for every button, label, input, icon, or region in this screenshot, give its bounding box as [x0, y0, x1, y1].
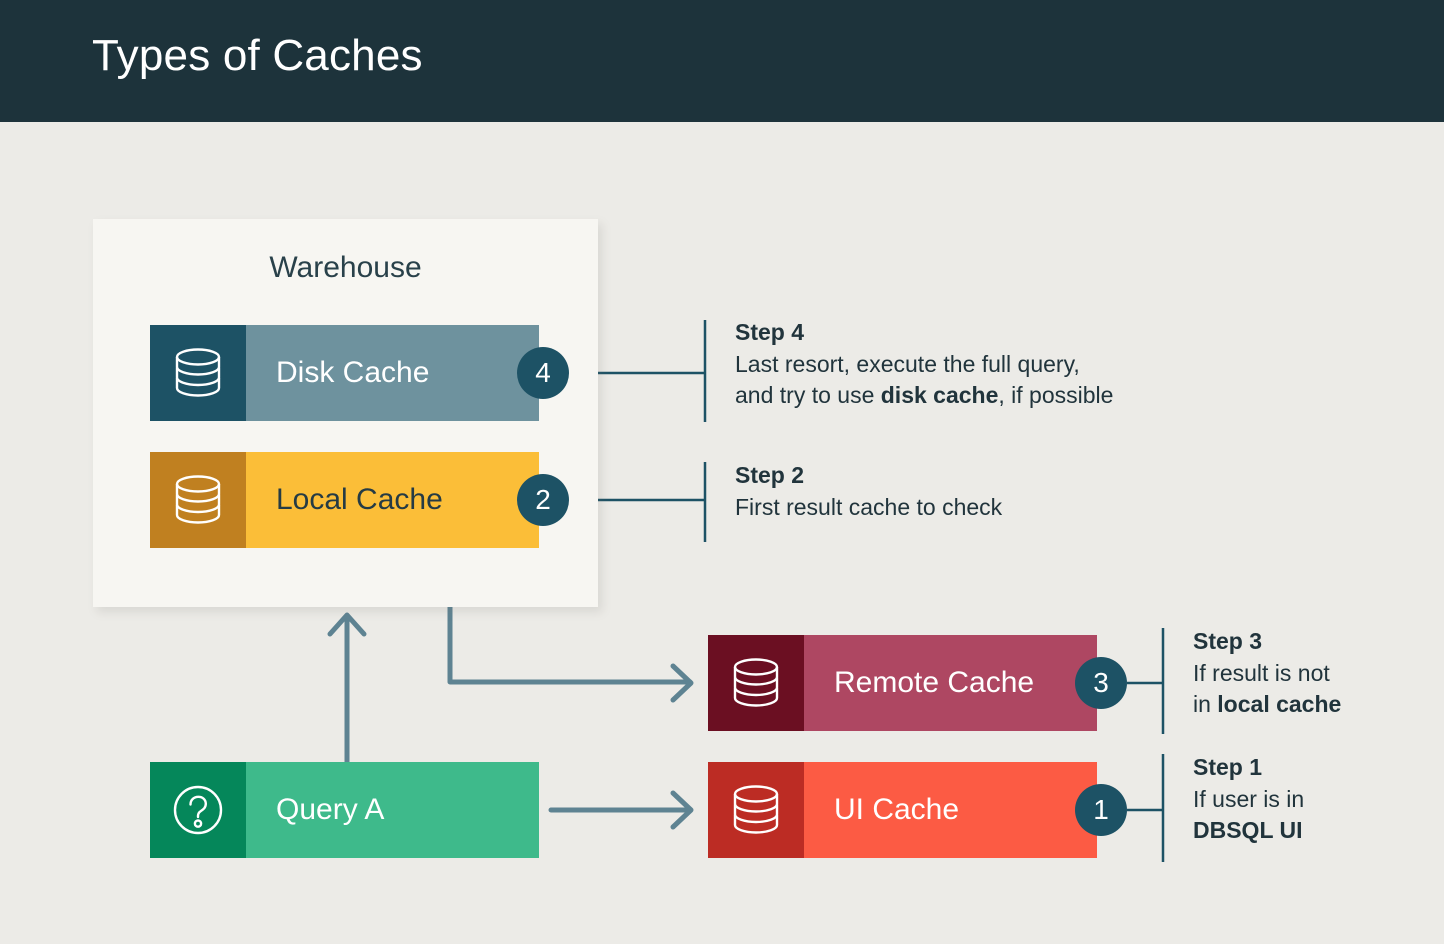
ui-cache-body: UI Cache — [804, 762, 1097, 858]
step-2-body: First result cache to check — [735, 492, 1255, 523]
step-4-line2-pre: and try to use — [735, 381, 881, 408]
step-2-line1: First result cache to check — [735, 494, 1003, 520]
diagram-stage: Warehouse Disk Cache Local Cache — [0, 122, 1444, 944]
step-note-1: Step 1 If user is in DBSQL UI — [1163, 754, 1443, 845]
step-1-line1: If user is in — [1193, 786, 1305, 812]
question-mark-circle-icon — [150, 762, 246, 858]
step-3-line1: If result is not — [1193, 660, 1330, 686]
step-3-line2-bold: local cache — [1217, 690, 1342, 717]
remote-cache-label: Remote Cache — [834, 666, 1035, 699]
step-1-title: Step 1 — [1193, 754, 1263, 780]
disk-cache-body: Disk Cache — [246, 325, 539, 421]
database-icon — [708, 635, 804, 731]
step-3-title: Step 3 — [1193, 628, 1263, 654]
step-badge-1[interactable]: 1 — [1075, 784, 1127, 836]
remote-cache-body: Remote Cache — [804, 635, 1097, 731]
step-note-4: Step 4 Last resort, execute the full que… — [705, 319, 1255, 410]
local-cache-label: Local Cache — [276, 483, 443, 516]
disk-cache-label: Disk Cache — [276, 356, 430, 389]
step-4-line1: Last resort, execute the full query, — [735, 351, 1080, 377]
step-4-title: Step 4 — [735, 319, 805, 345]
step-3-body: If result is not in local cache — [1193, 658, 1443, 719]
step-1-body: If user is in DBSQL UI — [1193, 784, 1443, 845]
step-note-2: Step 2 First result cache to check — [705, 462, 1255, 523]
step-2-title: Step 2 — [735, 462, 805, 488]
warehouse-label: Warehouse — [269, 251, 422, 284]
step-3-line2-pre: in — [1193, 690, 1218, 717]
database-icon — [708, 762, 804, 858]
query-a-label: Query A — [276, 793, 385, 826]
query-a-bar[interactable]: Query A — [150, 762, 539, 858]
page-header: Types of Caches — [0, 0, 1444, 122]
disk-cache-bar[interactable]: Disk Cache — [150, 325, 539, 421]
local-cache-bar[interactable]: Local Cache — [150, 452, 539, 548]
step-badge-2[interactable]: 2 — [517, 474, 569, 526]
database-icon — [150, 452, 246, 548]
arrow-query-to-ui-cache — [548, 790, 694, 830]
local-cache-body: Local Cache — [246, 452, 539, 548]
database-icon — [150, 325, 246, 421]
ui-cache-label: UI Cache — [834, 793, 960, 826]
step-4-body: Last resort, execute the full query, and… — [735, 349, 1255, 410]
step-badge-4[interactable]: 4 — [517, 347, 569, 399]
page-title: Types of Caches — [92, 31, 423, 80]
step-4-line2-bold: disk cache — [880, 381, 999, 408]
step-1-line2-bold: DBSQL UI — [1193, 816, 1303, 843]
ui-cache-bar[interactable]: UI Cache — [708, 762, 1097, 858]
arrow-query-to-warehouse — [327, 612, 367, 765]
query-a-body: Query A — [246, 762, 539, 858]
remote-cache-bar[interactable]: Remote Cache — [708, 635, 1097, 731]
step-4-line2-post: , if possible — [998, 381, 1114, 408]
step-badge-3[interactable]: 3 — [1075, 657, 1127, 709]
step-note-3: Step 3 If result is not in local cache — [1163, 628, 1443, 719]
